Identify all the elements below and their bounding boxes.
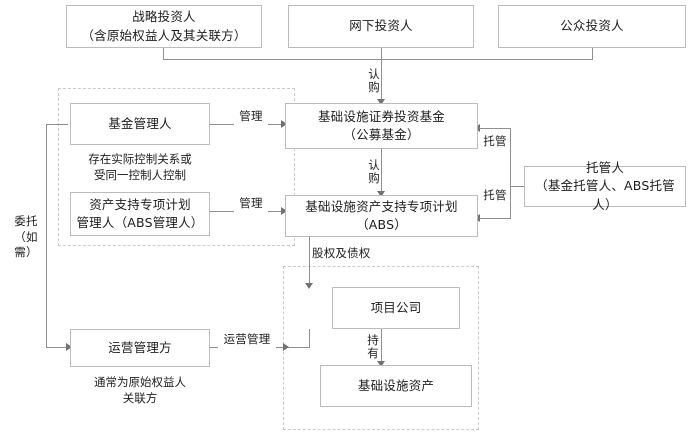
line-abs-to-project: [309, 237, 310, 287]
arrow-manage-abs: [281, 207, 287, 215]
line-investor-bus: [163, 59, 593, 60]
node-public-investor-label: 公众投资人: [560, 18, 624, 34]
edge-label-subscribe-fund: 认购: [367, 67, 381, 95]
line-custodian-stem: [510, 186, 524, 187]
node-custodian[interactable]: 托管人（基金托管人、ABS托管人）: [524, 160, 686, 212]
line-custody-to-fund: [478, 128, 511, 129]
line-public-stem: [592, 48, 593, 59]
edge-label-manage-abs: 管理: [234, 196, 268, 212]
line-offline-stem: [381, 48, 382, 59]
edge-label-entrust: 委托（如需）: [6, 214, 46, 261]
arrow-entrust-operation: [66, 343, 72, 351]
arrow-equity-debt: [305, 283, 313, 289]
node-custodian-label: 托管人（基金托管人、ABS托管人）: [535, 160, 675, 212]
node-strategic-investor[interactable]: 战略投资人（含原始权益人及其关联方）: [66, 5, 262, 48]
note-control-relation: 存在实际控制关系或受同一控制人控制: [88, 152, 192, 183]
line-entrust-trunk: [46, 124, 47, 347]
node-fund-manager[interactable]: 基金管理人: [70, 103, 210, 145]
node-operation-manager[interactable]: 运营管理方: [70, 329, 210, 367]
node-offline-investor-label: 网下投资人: [349, 18, 413, 34]
node-public-investor[interactable]: 公众投资人: [498, 5, 686, 48]
line-bus-to-fund: [381, 59, 382, 103]
line-operation-riser: [309, 329, 310, 348]
node-fund-manager-label: 基金管理人: [108, 115, 172, 131]
node-abs-plan[interactable]: 基础设施资产支持专项计划（ABS）: [285, 195, 478, 237]
node-project-company[interactable]: 项目公司: [332, 287, 460, 329]
edge-label-equity-debt: 股权及债权: [312, 246, 384, 262]
edge-label-custody-abs: 托管: [483, 188, 507, 204]
line-fund-to-abs: [381, 149, 382, 195]
edge-label-hold: 持有: [366, 333, 380, 361]
node-project-company-label: 项目公司: [370, 299, 422, 315]
arrow-manage-fund: [281, 120, 287, 128]
arrow-hold: [377, 361, 385, 367]
line-custodian-trunk: [510, 128, 511, 218]
arrow-subscribe-abs: [377, 191, 385, 197]
line-strategic-stem: [163, 48, 164, 59]
arrow-operation-management: [283, 343, 289, 351]
node-abs-plan-label: 基础设施资产支持专项计划（ABS）: [305, 198, 458, 232]
line-custody-to-abs: [478, 218, 511, 219]
node-strategic-investor-label: 战略投资人（含原始权益人及其关联方）: [81, 9, 247, 43]
edge-label-operation-management: 运营管理: [218, 332, 276, 348]
managers-group-dashed-box: [58, 88, 295, 246]
node-public-fund[interactable]: 基础设施证券投资基金（公募基金）: [285, 103, 478, 149]
line-hold: [381, 329, 382, 365]
node-abs-manager[interactable]: 资产支持专项计划管理人（ABS管理人）: [70, 192, 210, 236]
node-infrastructure-asset[interactable]: 基础设施资产: [320, 365, 472, 407]
edge-label-custody-fund: 托管: [483, 134, 507, 150]
line-entrust-top: [46, 124, 68, 125]
node-operation-manager-label: 运营管理方: [108, 339, 172, 355]
node-abs-manager-label: 资产支持专项计划管理人（ABS管理人）: [76, 196, 204, 230]
node-offline-investor[interactable]: 网下投资人: [288, 5, 474, 48]
node-public-fund-label: 基础设施证券投资基金（公募基金）: [317, 108, 445, 142]
node-infrastructure-asset-label: 基础设施资产: [357, 377, 435, 393]
edge-label-manage-fund: 管理: [234, 109, 268, 125]
edge-label-subscribe-abs: 认购: [367, 158, 381, 186]
note-affiliate-relation: 通常为原始权益人关联方: [94, 375, 186, 406]
arrow-subscribe-fund: [377, 99, 385, 105]
line-entrust-bottom: [46, 347, 70, 348]
